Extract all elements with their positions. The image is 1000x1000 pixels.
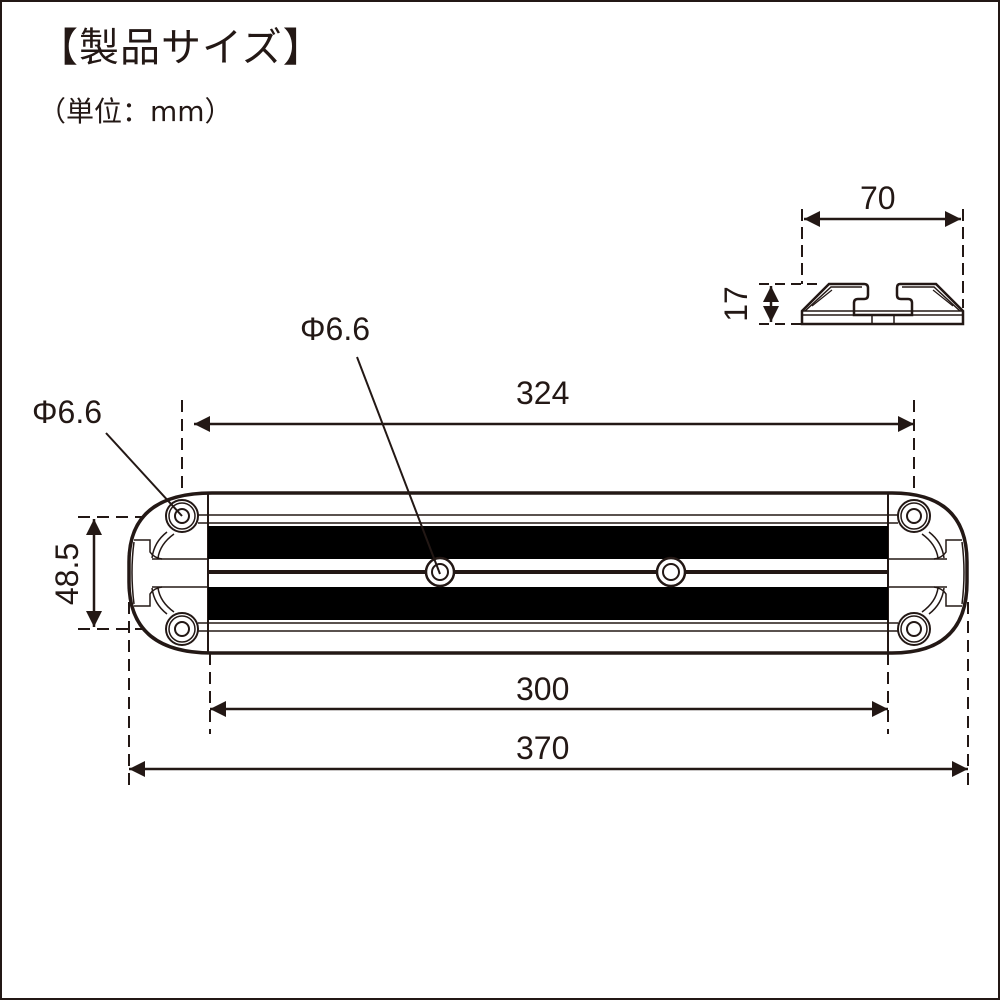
end-hole-top-right	[897, 499, 931, 533]
unit-label: （単位：mm）	[38, 95, 233, 128]
inner-length-label: 300	[516, 671, 570, 707]
side-width-label: 70	[860, 180, 896, 216]
end-hole-diameter-label: Φ6.6	[32, 394, 103, 430]
side-view	[759, 209, 965, 326]
overall-length-label: 370	[516, 730, 570, 766]
hole-spacing-label: 324	[516, 375, 570, 411]
top-view	[78, 356, 969, 785]
center-hole-right	[655, 556, 687, 588]
page-title: 【製品サイズ】	[38, 25, 324, 71]
end-hole-bottom-left	[165, 612, 199, 646]
end-hole-bottom-right	[897, 612, 931, 646]
center-hole-diameter-label: Φ6.6	[300, 311, 371, 347]
